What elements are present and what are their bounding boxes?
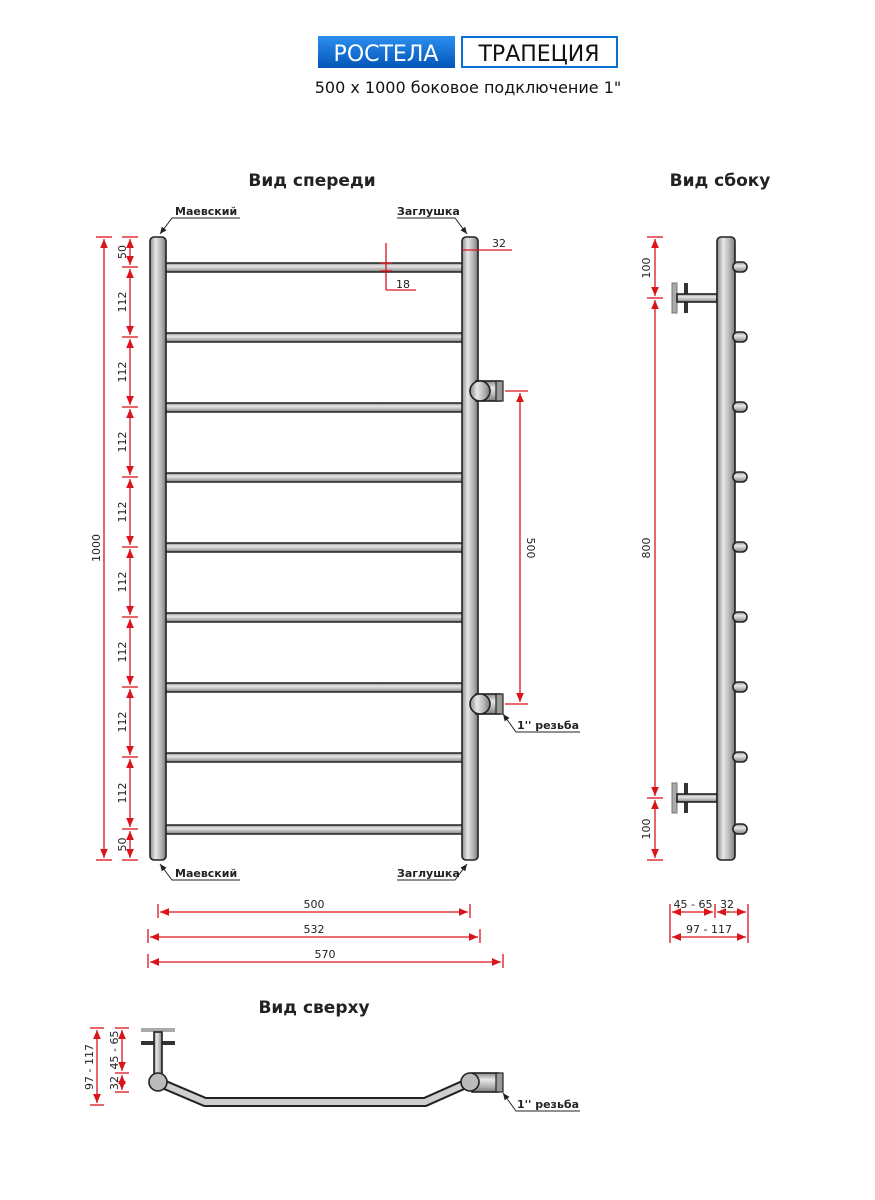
rung [162,472,467,483]
svg-text:532: 532 [304,923,325,936]
svg-text:1000: 1000 [90,534,103,562]
dim-segment-label: 50 [116,245,129,259]
label-thread: 1'' резьба [517,719,579,732]
dim-segment-label: 112 [116,642,129,663]
dim-width-570: 570 [147,948,504,968]
dim-segment-label: 112 [116,432,129,453]
rung [162,542,467,553]
svg-text:32: 32 [108,1076,121,1090]
svg-text:45 - 65: 45 - 65 [674,898,713,911]
dim-segment-label: 112 [116,362,129,383]
rung [162,332,467,343]
dim-width-500: 500 [157,898,471,918]
svg-text:18: 18 [396,278,410,291]
svg-text:32: 32 [492,237,506,250]
dim-segment-label: 112 [116,502,129,523]
rung [162,824,467,835]
rung [162,752,467,763]
side-view [671,236,748,861]
dim-total-height: 1000 [90,236,112,861]
rung-end [732,681,748,693]
svg-text:500: 500 [524,538,537,559]
dim-post-diameter: 32 [462,237,512,251]
rung [162,682,467,693]
dim-segment-label: 50 [116,838,129,852]
side-post [716,236,736,861]
wall-bracket-top [671,282,718,314]
header-logo: РОСТЕЛА ТРАПЕЦИЯ [318,36,618,68]
dim-segment-label: 112 [116,712,129,733]
svg-text:32: 32 [720,898,734,911]
rung-end [732,823,748,835]
dim-segment-label: 112 [116,783,129,804]
svg-text:100: 100 [640,819,653,840]
left-post [149,236,167,861]
label-maevsky-top: Маевский [175,205,237,218]
brand-name: РОСТЕЛА [334,42,439,67]
rung-end [732,401,748,413]
rung-end [732,611,748,623]
rung [162,402,467,413]
side-dims: 100 800 100 45 - 65 32 97 - 117 [640,236,749,943]
dim-rung-diameter: 18 [380,243,416,291]
svg-text:97 - 117: 97 - 117 [686,923,732,936]
label-plug-top: Заглушка [397,205,460,218]
svg-text:45 - 65: 45 - 65 [108,1031,121,1070]
rung [162,612,467,623]
subtitle: 500 x 1000 боковое подключение 1" [315,78,622,97]
dim-segment-label: 112 [116,292,129,313]
wall-bracket-bottom [671,782,718,814]
label-maevsky-bottom: Маевский [175,867,237,880]
rung-end [732,751,748,763]
rung-end [732,331,748,343]
top-view [141,1028,504,1107]
side-connector-bottom [469,693,504,715]
dim-connection-spacing: 500 [505,390,537,705]
dim-segments: 50 112 112 112 112 112 112 112 112 50 [116,236,138,861]
svg-text:500: 500 [304,898,325,911]
top-label-thread: 1'' резьба [517,1098,579,1111]
rung-end [732,541,748,553]
right-post [461,236,479,861]
front-view [149,236,479,861]
model-name: ТРАПЕЦИЯ [477,42,599,67]
svg-text:570: 570 [315,948,336,961]
front-view-title: Вид спереди [248,171,375,191]
svg-text:97 - 117: 97 - 117 [83,1044,96,1090]
dim-width-532: 532 [147,923,481,943]
label-plug-bottom: Заглушка [397,867,460,880]
rung-end [732,261,748,273]
rung-end [732,471,748,483]
top-dims: 97 - 117 45 - 65 32 [83,1027,129,1106]
side-view-title: Вид сбоку [670,171,771,191]
svg-text:800: 800 [640,538,653,559]
dim-segment-label: 112 [116,572,129,593]
top-view-title: Вид сверху [258,998,369,1018]
side-connector-top [469,380,504,402]
rung [162,262,467,273]
svg-text:100: 100 [640,258,653,279]
